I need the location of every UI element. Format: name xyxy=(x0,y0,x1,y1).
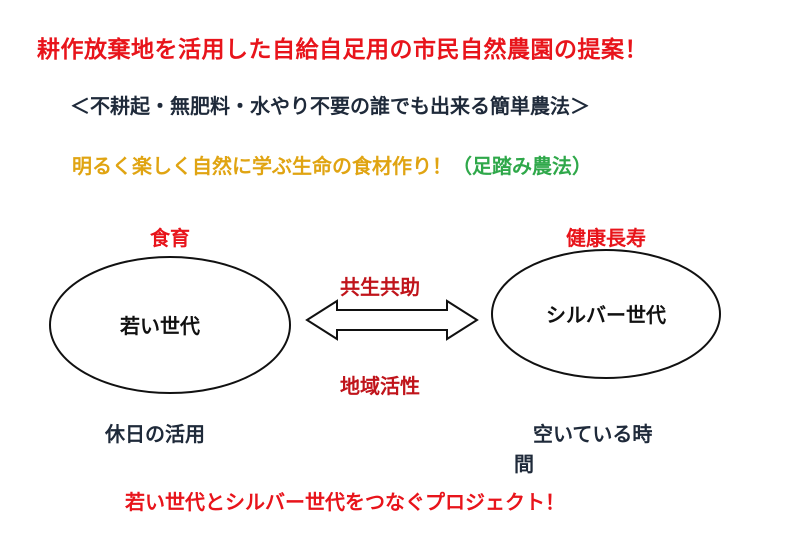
label-free-time: 空いている時 xyxy=(533,422,653,446)
footer-message: 若い世代とシルバー世代をつなぐプロジェクト！ xyxy=(125,490,565,514)
silver-generation-ellipse xyxy=(491,249,721,379)
label-food-education: 食育 xyxy=(150,226,190,250)
tagline-suffix: （足踏み農法） xyxy=(452,154,592,178)
young-generation-label: 若い世代 xyxy=(119,314,200,338)
silver-generation-label: シルバー世代 xyxy=(546,303,666,327)
double-arrow xyxy=(305,299,479,341)
label-holiday-use: 休日の活用 xyxy=(105,422,205,446)
young-generation-ellipse xyxy=(49,256,291,394)
subtitle: ＜不耕起・無肥料・水やり不要の誰でも出来る簡単農法＞ xyxy=(70,94,590,118)
label-coexistence: 共生共助 xyxy=(340,275,420,299)
tagline: 明るく楽しく自然に学ぶ生命の食材作り！（足踏み農法） xyxy=(72,150,592,179)
label-regional-revitalization: 地域活性 xyxy=(340,374,420,398)
page-title: 耕作放棄地を活用した自給自足用の市民自然農園の提案！ xyxy=(37,37,648,63)
tagline-main: 明るく楽しく自然に学ぶ生命の食材作り！ xyxy=(72,154,452,178)
label-health-longevity: 健康長寿 xyxy=(566,226,646,250)
label-free-time-wrap: 間 xyxy=(514,452,534,476)
